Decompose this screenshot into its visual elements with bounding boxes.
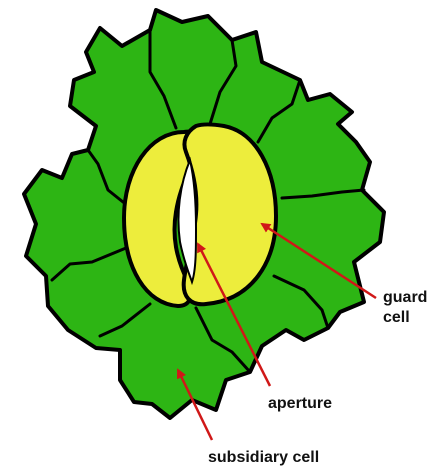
aperture-label: aperture xyxy=(268,395,332,412)
guard-label-line2: cell xyxy=(383,309,410,326)
guard-cells xyxy=(124,125,276,307)
guard-cell-label: guard cell xyxy=(383,289,432,326)
guard-label-line1: guard xyxy=(383,289,427,306)
subsidiary-cell-label: subsidiary cell xyxy=(208,449,319,466)
